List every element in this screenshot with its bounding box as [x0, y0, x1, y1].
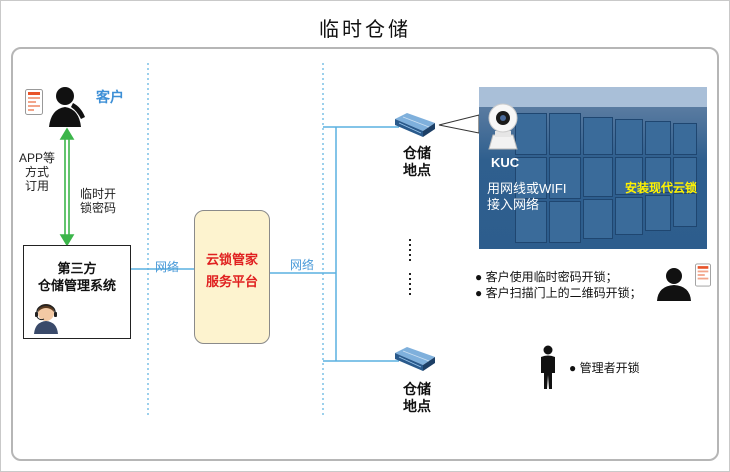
temp-code-line-2: 锁密码: [80, 201, 117, 215]
customer-unlock-item-1: ● 客户使用临时密码开锁；: [475, 270, 618, 284]
photo-brand: KUC: [491, 155, 520, 170]
photo-wifi-line-1: 用网线或WIFI: [487, 181, 567, 196]
photo-install-text: 安装现代云锁: [625, 181, 698, 195]
locker-photo: KUC 用网线或WIFI 接入网络 安装现代云锁: [479, 87, 707, 249]
manager-person-icon: [541, 345, 555, 389]
third-party-system-box: 第三方 仓储管理系统: [23, 245, 131, 339]
cloud-platform-box: 云锁管家 服务平台: [194, 210, 270, 344]
third-party-system-title: 第三方 仓储管理系统: [24, 260, 130, 294]
customer-unlock-list: ● 客户使用临时密码开锁； ● 客户扫描门上的二维码开锁；: [475, 269, 642, 301]
app-label-line-2: 方式: [25, 165, 50, 179]
customer-unlock-item-2: ● 客户扫描门上的二维码开锁；: [475, 286, 642, 300]
customer-unlock-text-1: 客户使用临时密码开锁；: [485, 270, 618, 284]
temp-code-line-1: 临时开: [80, 187, 117, 201]
manager-unlock-text: 管理者开锁: [579, 361, 640, 375]
phone-right-icon: [695, 263, 711, 287]
storage-site-bottom-icon: [395, 347, 435, 371]
manager-unlock-item: ● 管理者开锁: [569, 361, 640, 375]
storage-site-top-line-2: 地点: [403, 162, 431, 178]
cloud-platform-title: 云锁管家 服务平台: [195, 249, 269, 293]
storage-site-bottom-line-1: 仓储: [403, 381, 431, 397]
cloud-platform-line-2: 服务平台: [205, 274, 258, 289]
ellipsis-dots: [409, 239, 411, 295]
photo-wifi-text: 用网线或WIFI 接入网络: [487, 181, 566, 213]
storage-site-bottom-label: 仓储 地点: [397, 381, 437, 415]
storage-site-top-line-1: 仓储: [403, 145, 431, 161]
storage-site-top-label: 仓储 地点: [397, 145, 437, 179]
third-party-line-1: 第三方: [57, 261, 97, 276]
photo-ceiling: [479, 87, 707, 107]
app-label-line-1: APP等: [19, 151, 56, 165]
green-arrow: [59, 127, 75, 247]
customer-label: 客户: [96, 89, 124, 105]
storage-site-top-icon: [395, 113, 435, 137]
app-label-line-3: 订用: [25, 179, 50, 193]
photo-callout: [438, 114, 480, 134]
customer-unlock-text-2: 客户扫描门上的二维码开锁；: [485, 286, 642, 300]
cloud-platform-line-1: 云锁管家: [205, 252, 258, 267]
app-label: APP等 方式 订用: [19, 151, 55, 193]
storage-site-bottom-line-2: 地点: [403, 398, 431, 414]
customer-person-icon: [49, 87, 85, 127]
network-label-right: 网络: [290, 258, 315, 272]
customer-person-right-icon: [657, 268, 691, 301]
network-label-left: 网络: [155, 260, 180, 274]
photo-wifi-line-2: 接入网络: [487, 197, 540, 212]
temp-code-label: 临时开 锁密码: [80, 187, 116, 215]
phone-icon: [25, 89, 43, 115]
camera-lock-icon: [488, 103, 518, 150]
diagram-title: 临时仓储: [319, 19, 411, 41]
support-agent-icon: [34, 304, 58, 334]
third-party-line-2: 仓储管理系统: [37, 278, 116, 293]
